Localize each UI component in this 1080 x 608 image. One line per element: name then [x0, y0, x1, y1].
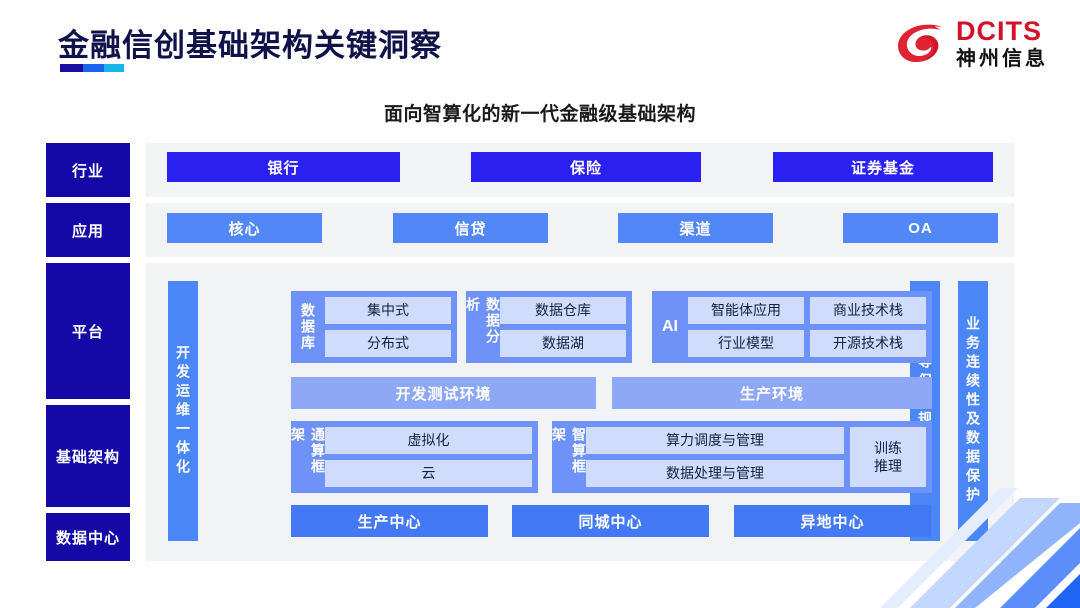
- application-block-oa[interactable]: OA: [843, 213, 998, 243]
- application-block-core[interactable]: 核心: [167, 213, 322, 243]
- application-row-panel: 核心 信贷 渠道 OA: [146, 203, 1014, 257]
- rule-segment-navy: [60, 64, 84, 72]
- group-general-compute-framework[interactable]: 通算框架 虚拟化 云: [290, 421, 538, 493]
- dcits-logo: DCITS 神州信息: [896, 18, 1048, 69]
- sidebar-item-datacenter[interactable]: 数据中心: [46, 513, 130, 561]
- block-label: OA: [908, 219, 933, 237]
- cell-cloud[interactable]: 云: [325, 460, 532, 487]
- page-header: 金融信创基础架构关键洞察 DCITS 神州信息: [0, 0, 1080, 90]
- diagram-subtitle: 面向智算化的新一代金融级基础架构: [383, 104, 696, 125]
- cell-agent-application[interactable]: 智能体应用: [688, 297, 804, 324]
- cell-industry-model[interactable]: 行业模型: [688, 330, 804, 357]
- sidebar-label-text: 基础架构: [55, 448, 120, 466]
- block-label: 同城中心: [578, 513, 643, 531]
- cell-opensource-tech-stack[interactable]: 开源技术栈: [810, 330, 926, 357]
- cell-training-inference[interactable]: 训练 推理: [850, 427, 926, 487]
- vbar-label: 开发运维一体化: [175, 344, 191, 478]
- block-label: 核心: [228, 220, 261, 238]
- vbar-label: 业务连续性及数据保护: [965, 316, 981, 506]
- block-label: 银行: [267, 159, 300, 177]
- group-title-ai: AI: [662, 318, 678, 335]
- sidebar-item-platform[interactable]: 平台: [46, 263, 130, 399]
- sidebar-label-text: 平台: [71, 323, 104, 341]
- block-label: 开发测试环境: [395, 385, 492, 403]
- block-label: 渠道: [679, 220, 712, 238]
- rule-segment-cyan: [103, 64, 124, 72]
- rule-segment-blue: [83, 64, 104, 72]
- cell-commercial-tech-stack[interactable]: 商业技术栈: [810, 297, 926, 324]
- cell-data-processing[interactable]: 数据处理与管理: [586, 460, 844, 487]
- block-label: 证券基金: [850, 159, 915, 177]
- sidebar-label-text: 应用: [71, 222, 104, 240]
- block-label: 信贷: [454, 220, 487, 238]
- group-title-intelligent-compute: 智算框架: [551, 427, 587, 475]
- platform-infrastructure-panel: 开发运维一体化 等保合规安全 业务连续性及数据保护 数据库 集中式 分布式 数据…: [146, 263, 1014, 561]
- application-block-channel[interactable]: 渠道: [618, 213, 773, 243]
- industry-block-bank[interactable]: 银行: [167, 152, 400, 182]
- block-same-city-center[interactable]: 同城中心: [512, 505, 709, 537]
- title-accent-rule: [60, 64, 124, 72]
- cell-centralized[interactable]: 集中式: [325, 297, 451, 324]
- block-label: 生产环境: [739, 385, 804, 403]
- page-title: 金融信创基础架构关键洞察: [58, 28, 442, 63]
- logo-text-cn: 神州信息: [956, 48, 1048, 70]
- block-dev-test-environment[interactable]: 开发测试环境: [291, 377, 596, 409]
- group-title-data-analytics: 数据分析: [465, 297, 501, 345]
- sidebar-label-text: 数据中心: [55, 529, 120, 547]
- group-title-database: 数据库: [300, 303, 316, 351]
- sidebar-label-text: 行业: [71, 162, 104, 180]
- block-production-center[interactable]: 生产中心: [291, 505, 488, 537]
- block-label: 生产中心: [357, 513, 422, 531]
- group-data-analytics[interactable]: 数据分析 数据仓库 数据湖: [465, 291, 632, 363]
- block-label: 异地中心: [800, 513, 865, 531]
- cell-data-warehouse[interactable]: 数据仓库: [500, 297, 626, 324]
- industry-row-panel: 银行 保险 证券基金: [146, 143, 1014, 197]
- sidebar-item-infrastructure[interactable]: 基础架构: [46, 405, 130, 507]
- group-ai[interactable]: AI 智能体应用 行业模型 商业技术栈 开源技术栈: [652, 291, 932, 363]
- cell-data-lake[interactable]: 数据湖: [500, 330, 626, 357]
- cell-compute-scheduling[interactable]: 算力调度与管理: [586, 427, 844, 454]
- vbar-business-continuity[interactable]: 业务连续性及数据保护: [958, 281, 988, 541]
- cell-distributed[interactable]: 分布式: [325, 330, 451, 357]
- logo-text-en: DCITS: [956, 16, 1042, 46]
- application-block-credit[interactable]: 信贷: [393, 213, 548, 243]
- group-title-general-compute: 通算框架: [290, 427, 326, 475]
- block-production-environment[interactable]: 生产环境: [612, 377, 932, 409]
- architecture-diagram: 行业 应用 平台 基础架构 数据中心 银行 保险 证券基金 核心 信贷 渠道 O…: [46, 143, 1014, 561]
- sidebar-item-application[interactable]: 应用: [46, 203, 130, 257]
- industry-block-securities-fund[interactable]: 证券基金: [773, 152, 993, 182]
- sidebar-item-industry[interactable]: 行业: [46, 143, 130, 197]
- block-label: 保险: [569, 159, 602, 177]
- dcits-swoosh-icon: [898, 24, 942, 62]
- group-database[interactable]: 数据库 集中式 分布式: [291, 291, 457, 363]
- vbar-devops-integration[interactable]: 开发运维一体化: [168, 281, 198, 541]
- industry-block-insurance[interactable]: 保险: [471, 152, 701, 182]
- group-intelligent-compute-framework[interactable]: 智算框架 算力调度与管理 数据处理与管理 训练 推理: [551, 421, 932, 493]
- cell-virtualization[interactable]: 虚拟化: [325, 427, 532, 454]
- block-remote-center[interactable]: 异地中心: [734, 505, 931, 537]
